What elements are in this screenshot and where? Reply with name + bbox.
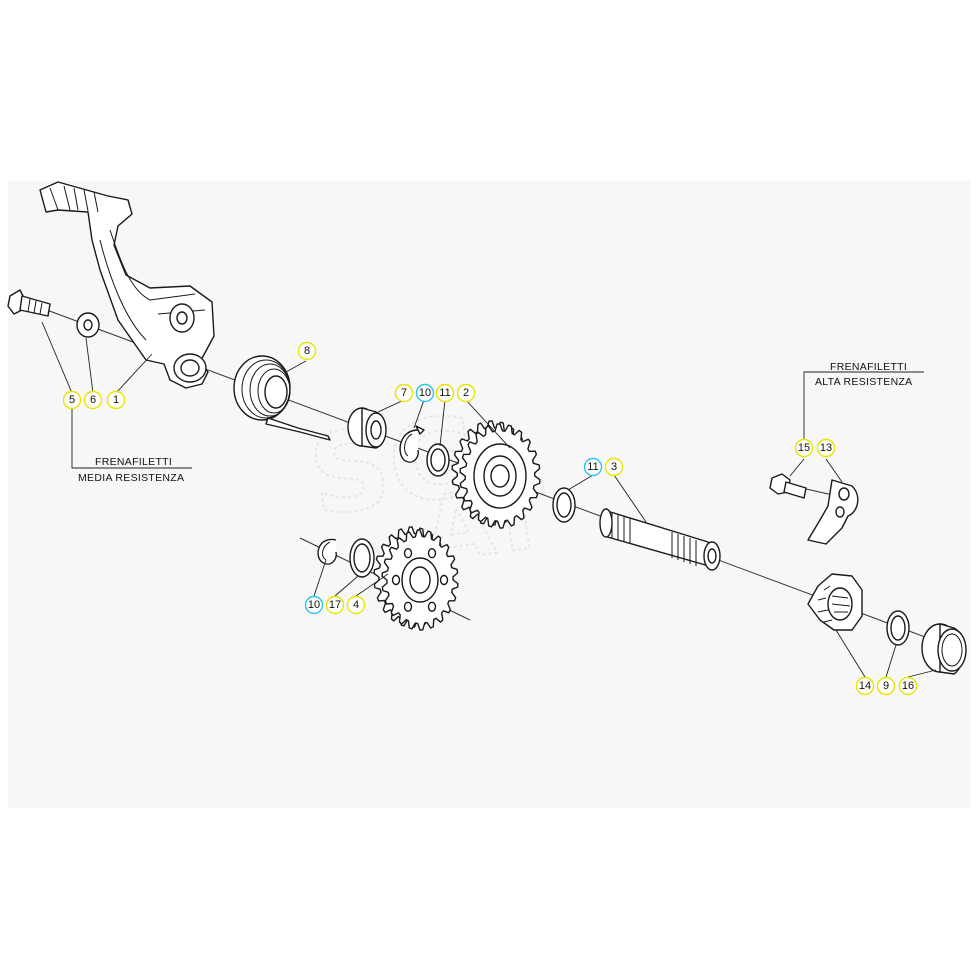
svg-text:7: 7 <box>401 387 407 399</box>
note-right-line2: ALTA RESISTENZA <box>815 376 912 388</box>
svg-text:10: 10 <box>308 599 320 611</box>
part-10-circlip-lower <box>317 538 337 565</box>
part-9-washer <box>886 610 910 646</box>
gear-4-hole <box>391 574 401 586</box>
note-right-line1: FRENAFILETTI <box>830 361 907 373</box>
part-10-circlip-upper <box>399 425 425 463</box>
note-left-line2: MEDIA RESISTENZA <box>78 472 184 484</box>
callout-3: 3 <box>604 457 624 477</box>
callout-10-upper: 10 <box>415 383 435 403</box>
part-13-ratchet-stopper <box>807 479 859 545</box>
callout-8: 8 <box>297 341 317 361</box>
gear-4-hole <box>403 548 413 559</box>
callout-11-lower: 11 <box>583 457 603 477</box>
gear-4-hole <box>403 601 413 612</box>
svg-text:15: 15 <box>798 442 810 454</box>
note-bracket-right <box>803 371 924 439</box>
callout-5: 5 <box>62 390 82 410</box>
part-15-screw <box>769 473 807 499</box>
svg-text:11: 11 <box>439 387 450 399</box>
svg-text:6: 6 <box>90 394 96 406</box>
part-11-washer-upper <box>426 443 450 477</box>
svg-text:16: 16 <box>902 680 914 692</box>
svg-text:11: 11 <box>587 461 598 473</box>
gear-4-hole <box>439 574 449 586</box>
callout-7: 7 <box>394 383 414 403</box>
callout-4: 4 <box>346 595 366 615</box>
part-1-kick-lever <box>39 181 215 389</box>
callout-13: 13 <box>816 438 836 458</box>
part-3-kick-shaft <box>599 508 721 571</box>
part-4-intermediate-gear <box>373 526 459 631</box>
callout-9: 9 <box>876 676 896 696</box>
callout-15: 15 <box>794 438 814 458</box>
callout-1: 1 <box>106 390 126 410</box>
callout-11-upper: 11 <box>435 383 455 403</box>
svg-text:14: 14 <box>859 680 871 692</box>
callout-6: 6 <box>83 390 103 410</box>
callout-10-lower: 10 <box>304 595 324 615</box>
callout-2: 2 <box>456 383 476 403</box>
svg-text:4: 4 <box>353 599 359 611</box>
callout-17: 17 <box>325 595 345 615</box>
svg-text:9: 9 <box>883 680 889 692</box>
part-17-washer <box>349 538 375 578</box>
svg-text:1: 1 <box>113 394 119 406</box>
svg-text:2: 2 <box>463 387 469 399</box>
gear-4-hole <box>427 548 437 559</box>
callout-16: 16 <box>898 676 918 696</box>
part-2-kick-gear <box>451 420 541 529</box>
svg-text:5: 5 <box>69 394 75 406</box>
leader-lines <box>41 321 937 678</box>
svg-text:8: 8 <box>304 345 310 357</box>
callout-14: 14 <box>855 676 875 696</box>
svg-text:17: 17 <box>329 599 341 611</box>
part-7-bush <box>347 407 387 449</box>
svg-text:10: 10 <box>419 387 431 399</box>
part-6-washer <box>76 312 100 338</box>
part-16-spacer <box>921 623 967 675</box>
part-8-kick-spring <box>233 355 331 441</box>
part-14-ratchet <box>807 573 863 631</box>
part-11-shim-lower <box>552 487 576 523</box>
svg-text:13: 13 <box>820 442 832 454</box>
note-bracket-left <box>71 404 192 469</box>
gear-4-hole <box>427 601 437 612</box>
note-left-line1: FRENAFILETTI <box>95 456 172 468</box>
svg-text:3: 3 <box>611 461 617 473</box>
part-5-bolt <box>7 289 51 317</box>
